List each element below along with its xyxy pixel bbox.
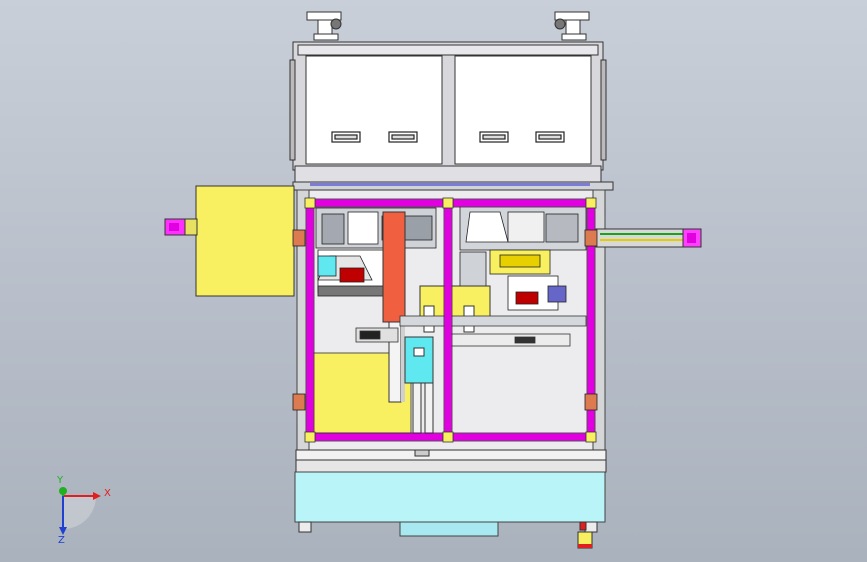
triad-background-arc — [63, 496, 96, 529]
axis-triad[interactable] — [59, 487, 101, 535]
conveyor-rail — [355, 315, 587, 347]
triad-z-label: Z — [58, 535, 65, 546]
z-axis-arrowhead-icon — [59, 527, 67, 535]
triad-x-label: X — [104, 488, 111, 499]
triad-y-label: Y — [57, 475, 64, 486]
frame-top-rail — [292, 181, 614, 191]
leveling-foot-left — [306, 11, 342, 41]
cyan-base — [294, 471, 606, 537]
frame-bottom-rail — [295, 449, 607, 473]
guard-corner-brackets — [304, 197, 597, 443]
caster-feet — [298, 521, 598, 549]
cabinet-door-handles — [331, 131, 565, 143]
upper-cabinet — [289, 41, 607, 183]
leveling-foot-right — [554, 11, 590, 41]
side-box-left — [164, 185, 295, 297]
y-axis-dot-icon — [59, 487, 67, 495]
cyan-sensor — [404, 336, 434, 434]
x-axis-arrowhead-icon — [93, 492, 101, 500]
door-hinges — [292, 229, 598, 411]
right-extension-rail — [595, 228, 702, 248]
